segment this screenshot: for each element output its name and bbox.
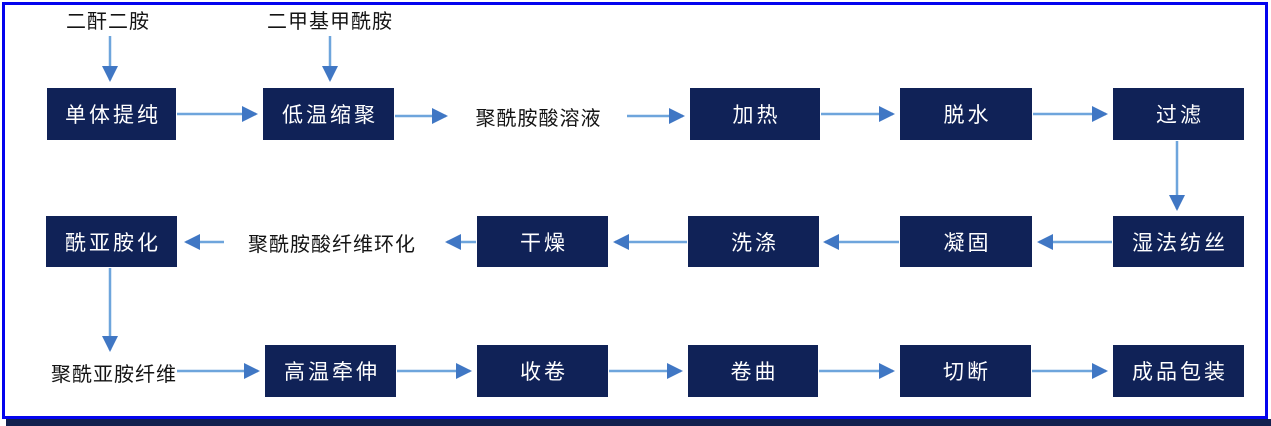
label-polyamic-acid-fiber-cyclization: 聚酰胺酸纤维环化 (248, 231, 416, 256)
box-monomer-purification: 单体提纯 (47, 88, 176, 140)
input-label-dimethylformamide: 二甲基甲酰胺 (267, 8, 393, 33)
box-filtration: 过滤 (1113, 88, 1244, 140)
box-washing: 洗涤 (688, 216, 819, 267)
box-crimping: 卷曲 (688, 345, 818, 397)
bottom-bar (6, 419, 1271, 426)
box-heating: 加热 (690, 88, 820, 140)
box-drying: 干燥 (477, 216, 608, 267)
box-dehydration: 脱水 (900, 88, 1032, 140)
label-polyamic-acid-solution: 聚酰胺酸溶液 (475, 105, 602, 130)
box-high-temp-drawing: 高温牵伸 (265, 345, 396, 397)
box-coagulation: 凝固 (900, 216, 1032, 267)
input-label-dianhydride-diamine: 二酐二胺 (66, 8, 150, 33)
box-winding: 收卷 (477, 345, 608, 397)
box-imidization: 酰亚胺化 (46, 216, 177, 267)
box-wet-spinning: 湿法纺丝 (1113, 216, 1244, 267)
label-polyimide-fiber: 聚酰亚胺纤维 (51, 361, 177, 386)
box-low-temp-polycondensation: 低温缩聚 (263, 88, 394, 140)
box-product-packaging: 成品包装 (1113, 345, 1244, 397)
box-cutting: 切断 (900, 345, 1031, 397)
